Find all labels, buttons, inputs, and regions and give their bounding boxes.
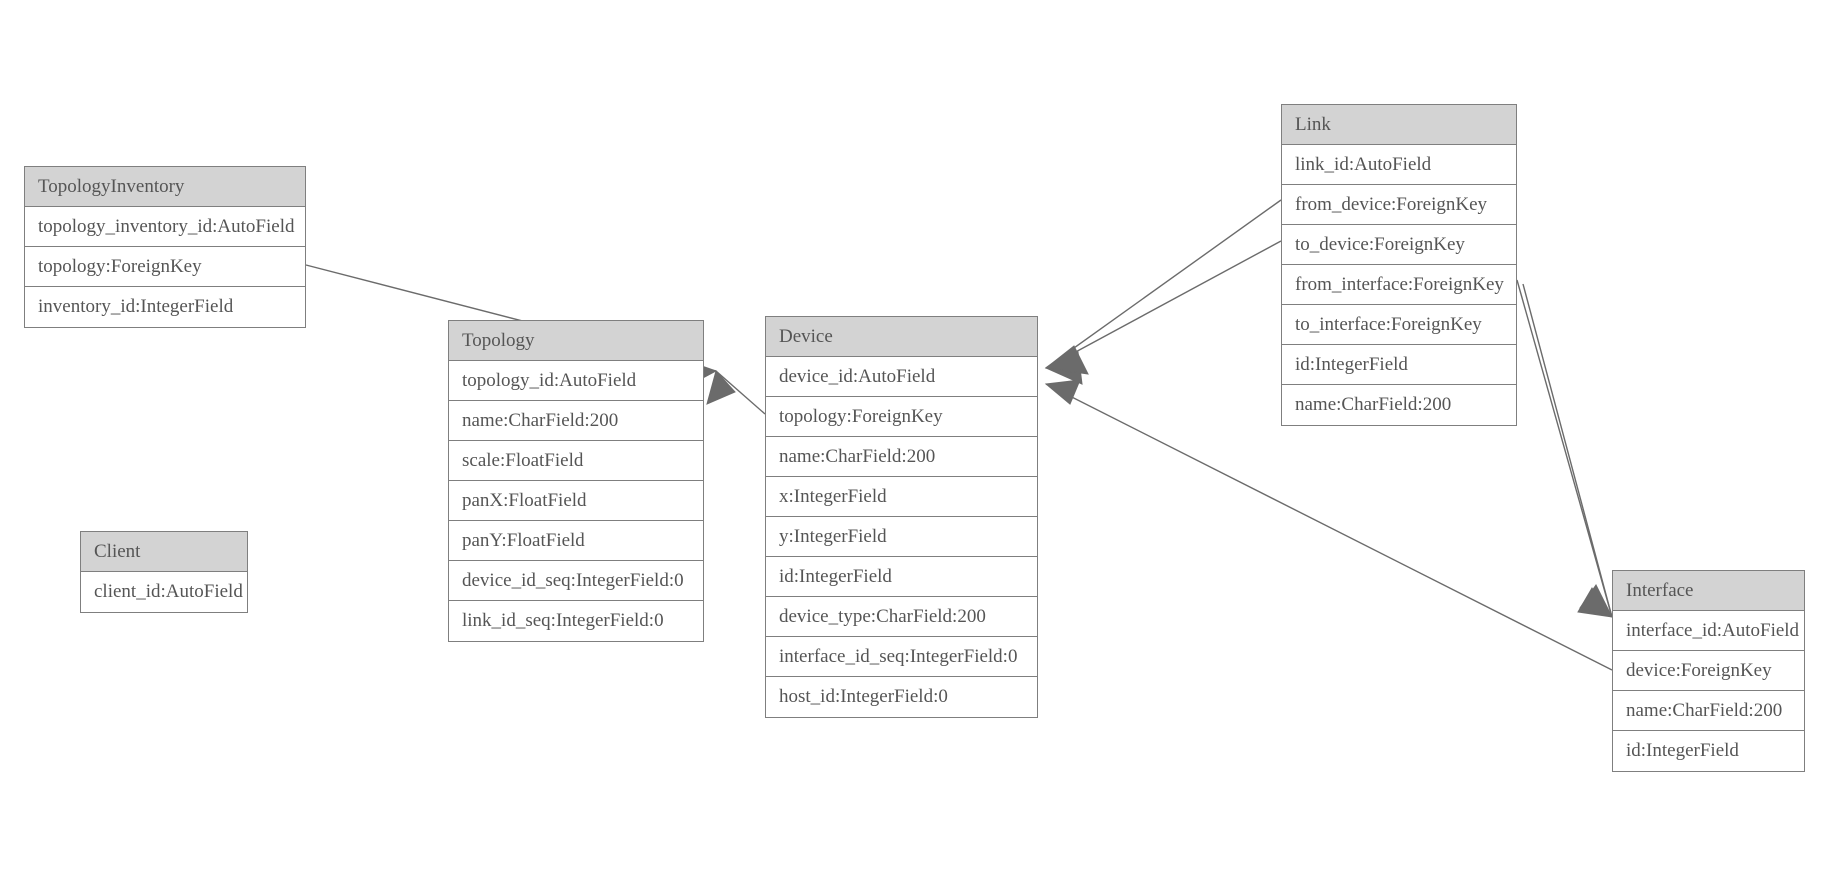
entity-field-row[interactable]: name:CharField:200 [766,437,1037,477]
entity-field-row[interactable]: topology_inventory_id:AutoField [25,207,305,247]
entity-field-row[interactable]: topology:ForeignKey [25,247,305,287]
entity-field-row[interactable]: device_id_seq:IntegerField:0 [449,561,703,601]
entity-field-row[interactable]: client_id:AutoField [81,572,247,612]
entity-field-row[interactable]: device:ForeignKey [1613,651,1804,691]
entity-field-row[interactable]: inventory_id:IntegerField [25,287,305,327]
entity-field-row[interactable]: topology:ForeignKey [766,397,1037,437]
entity-field-row[interactable]: x:IntegerField [766,477,1037,517]
edge-arrowhead-icon [1044,351,1083,385]
edge-line [1045,383,1613,671]
entity-field-row[interactable]: name:CharField:200 [1613,691,1804,731]
entity-field-row[interactable]: device_id:AutoField [766,357,1037,397]
entity-field-row[interactable]: id:IntegerField [1282,345,1516,385]
entity-field-row[interactable]: link_id:AutoField [1282,145,1516,185]
entity-field-row[interactable]: panX:FloatField [449,481,703,521]
entity-field-row[interactable]: panY:FloatField [449,521,703,561]
edge-line [1045,240,1282,369]
entity-title-link: Link [1282,105,1516,145]
relationship-edge-device-topology [706,369,766,415]
edge-arrowhead-icon [1044,379,1081,405]
entity-title-topology: Topology [449,321,703,361]
relationship-edge-link-from_interface [1516,279,1614,618]
entity-field-row[interactable]: scale:FloatField [449,441,703,481]
entity-field-row[interactable]: host_id:IntegerField:0 [766,677,1037,717]
edge-arrowhead-icon [1577,587,1614,618]
edge-arrowhead-icon [1044,345,1089,375]
entity-title-device: Device [766,317,1037,357]
relationship-edge-link-to_device [1044,240,1282,375]
entity-field-row[interactable]: id:IntegerField [766,557,1037,597]
entity-field-row[interactable]: topology_id:AutoField [449,361,703,401]
entity-title-topologyinventory: TopologyInventory [25,167,305,207]
edge-arrowhead-icon [1579,584,1613,618]
edge-line [715,370,766,415]
entity-field-row[interactable]: link_id_seq:IntegerField:0 [449,601,703,641]
entity-title-client: Client [81,532,247,572]
entity-field-row[interactable]: from_device:ForeignKey [1282,185,1516,225]
entity-field-row[interactable]: interface_id_seq:IntegerField:0 [766,637,1037,677]
entity-field-row[interactable]: name:CharField:200 [449,401,703,441]
entity-field-row[interactable]: to_interface:ForeignKey [1282,305,1516,345]
entity-field-row[interactable]: device_type:CharField:200 [766,597,1037,637]
edge-arrowhead-icon [706,369,736,405]
entity-title-interface: Interface [1613,571,1804,611]
relationship-edge-link-from_device [1044,199,1282,385]
entity-field-row[interactable]: id:IntegerField [1613,731,1804,771]
entity-field-row[interactable]: name:CharField:200 [1282,385,1516,425]
edge-line [1522,283,1613,618]
entity-field-row[interactable]: interface_id:AutoField [1613,611,1804,651]
relationship-edge-link-to_interface [1522,283,1613,618]
entity-field-row[interactable]: y:IntegerField [766,517,1037,557]
edge-line [1516,279,1613,618]
entity-field-row[interactable]: to_device:ForeignKey [1282,225,1516,265]
entity-field-row[interactable]: from_interface:ForeignKey [1282,265,1516,305]
edge-line [1045,199,1282,369]
